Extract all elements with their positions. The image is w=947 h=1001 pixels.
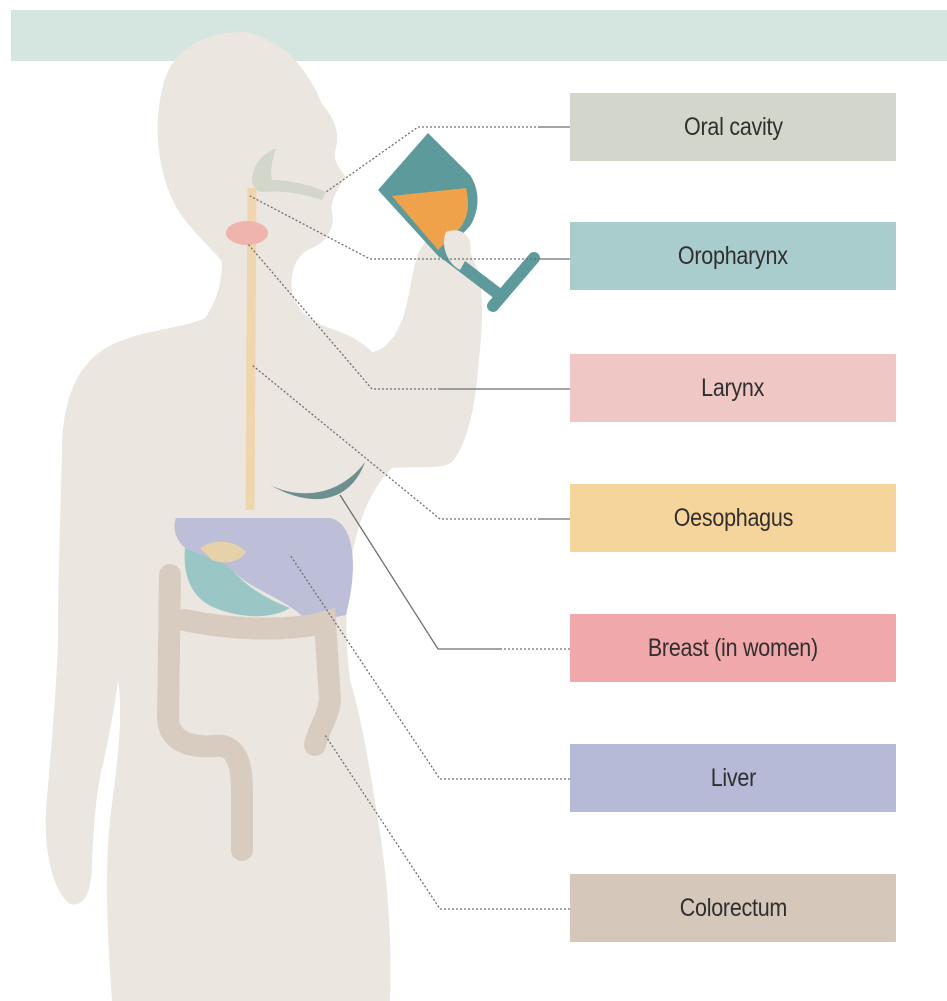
label-larynx-text: Larynx (702, 374, 765, 403)
label-liver-text: Liver (710, 764, 755, 793)
label-oropharynx: Oropharynx (570, 222, 896, 290)
label-breast: Breast (in women) (570, 614, 896, 682)
label-oral-cavity-text: Oral cavity (684, 113, 783, 142)
label-liver: Liver (570, 744, 896, 812)
label-colorectum: Colorectum (570, 874, 896, 942)
label-oral-cavity: Oral cavity (570, 93, 896, 161)
larynx-organ (226, 221, 268, 245)
label-oesophagus: Oesophagus (570, 484, 896, 552)
label-breast-text: Breast (in women) (648, 634, 818, 663)
label-oropharynx-text: Oropharynx (678, 242, 788, 271)
leader-line-breast-solid (340, 495, 500, 649)
label-colorectum-text: Colorectum (679, 894, 786, 923)
label-larynx: Larynx (570, 354, 896, 422)
label-oesophagus-text: Oesophagus (673, 504, 792, 533)
